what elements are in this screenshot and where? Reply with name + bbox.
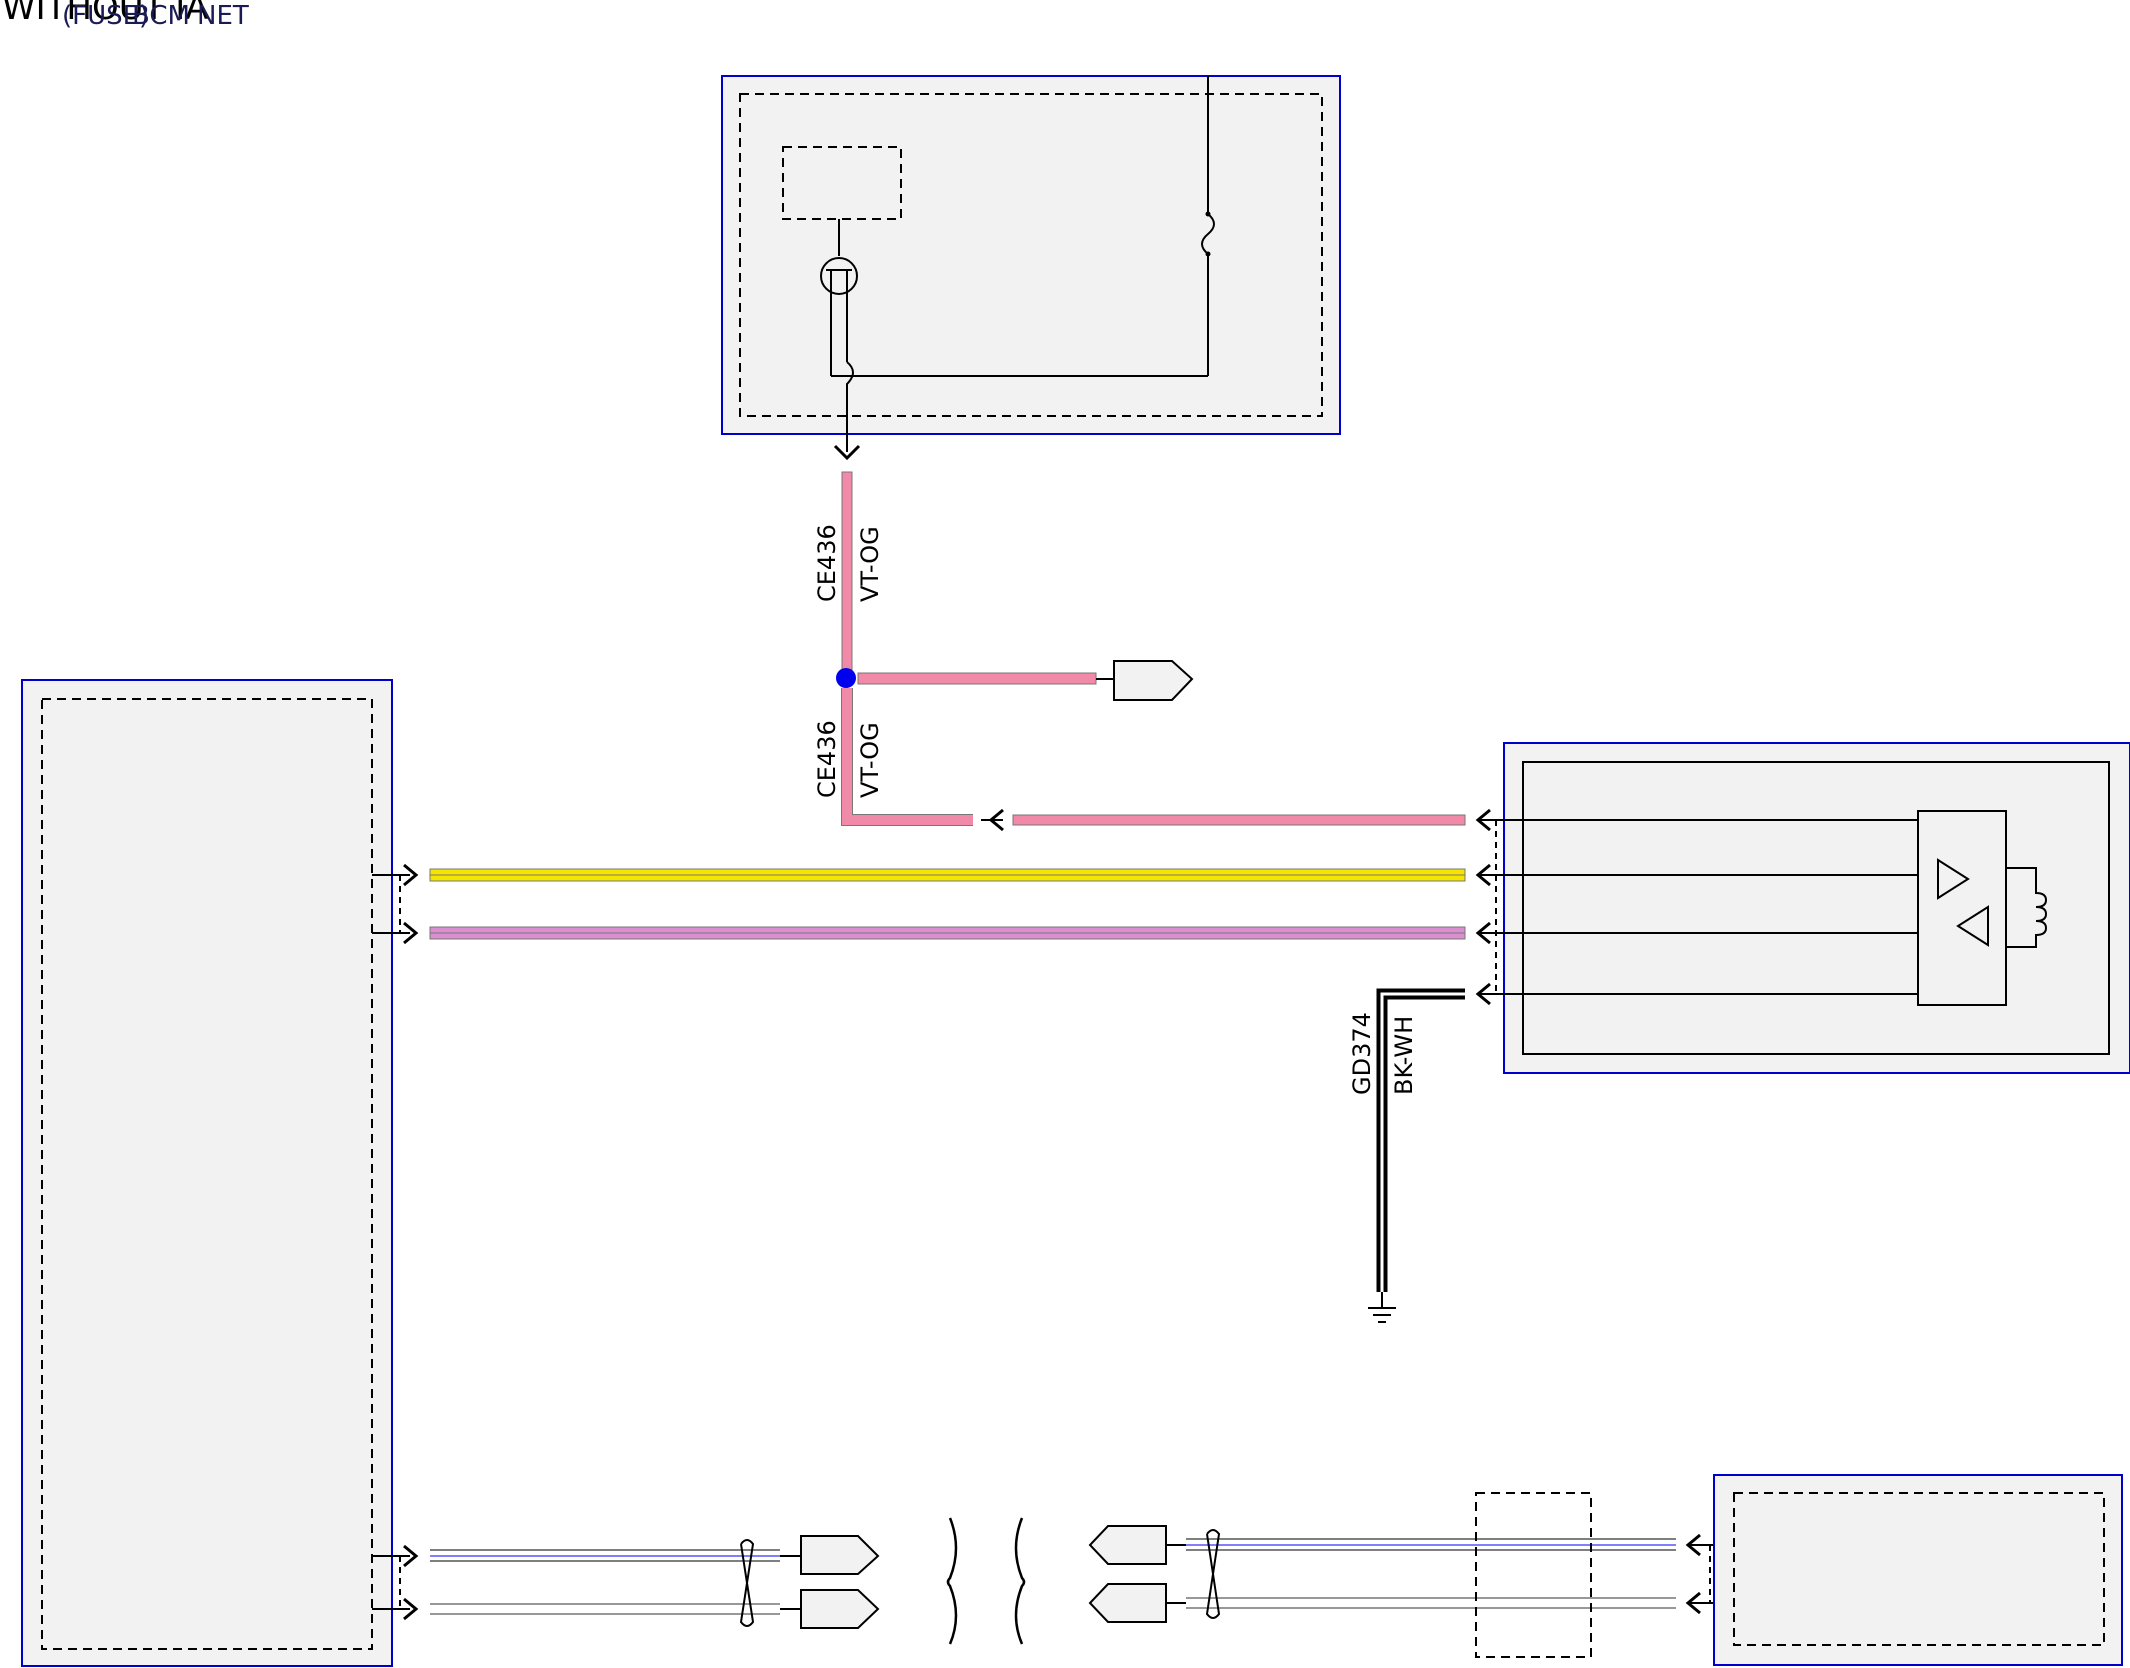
- wire-vt-og-upper: CE436 VT-OG: [813, 471, 884, 679]
- connector-arrow-icon: [403, 1597, 419, 1621]
- continuation-arrow-icon: [800, 1589, 880, 1629]
- transceiver-chip: [1917, 810, 2007, 1006]
- connector-arrow-icon: [403, 863, 419, 887]
- receiver-triangle-icon: [1956, 905, 1989, 947]
- connector-arrow-icon: [403, 1544, 419, 1568]
- wire-bk-wh-ground: GD374 BK-WH: [1348, 988, 1465, 1323]
- connector-arrow-icon: [1685, 1533, 1701, 1557]
- wire-color-label: VT-OG: [856, 722, 884, 798]
- continuation-arrow-icon: [1088, 1525, 1167, 1565]
- connector-arrow-icon: [1475, 921, 1491, 945]
- wire-yellow: [372, 863, 1466, 887]
- wire-circuit-label: GD374: [1348, 1012, 1376, 1095]
- connector-arrow-icon: [1475, 982, 1491, 1006]
- connector-arrow-icon: [1685, 1591, 1701, 1615]
- connector-arrow-icon: [1475, 808, 1491, 832]
- wire-color-label: BK-WH: [1390, 1016, 1418, 1095]
- fuse-icon: [1201, 213, 1215, 255]
- twist-icon: [739, 1539, 755, 1627]
- twisted-pair-left: [372, 1535, 880, 1629]
- right-module: [1475, 742, 2130, 1074]
- continuation-arrow-icon: [1113, 660, 1194, 701]
- connector-arrow-icon: [833, 444, 861, 461]
- splice-point-icon: [836, 668, 856, 688]
- wire-circuit-label: CE436: [813, 524, 841, 602]
- continuation-arrow-icon: [1088, 1583, 1167, 1623]
- wire-violet: [372, 921, 1466, 945]
- bottom-right-module: [1713, 1474, 2123, 1666]
- top-power-module: [721, 75, 1341, 461]
- twist-icon: [1205, 1529, 1221, 1619]
- diagram-break-marks: [946, 1517, 1026, 1645]
- left-module: [21, 679, 401, 1667]
- twisted-pair-right: [1088, 1492, 1734, 1658]
- wire-color-label: VT-OG: [856, 526, 884, 602]
- coil-icon: [2006, 867, 2048, 948]
- inline-component-box: [1475, 1492, 1592, 1658]
- continuation-arrow-icon: [800, 1535, 880, 1575]
- relay-contact-icon: [820, 257, 858, 295]
- connector-arrow-icon: [403, 921, 419, 945]
- wire-vt-og-lower: CE436 VT-OG: [813, 688, 1466, 832]
- internal-component-box: [782, 146, 902, 220]
- splice-branch: [836, 660, 1194, 701]
- driver-triangle-icon: [1937, 858, 1970, 900]
- connector-arrow-icon: [1475, 863, 1491, 887]
- wire-circuit-label: CE436: [813, 720, 841, 798]
